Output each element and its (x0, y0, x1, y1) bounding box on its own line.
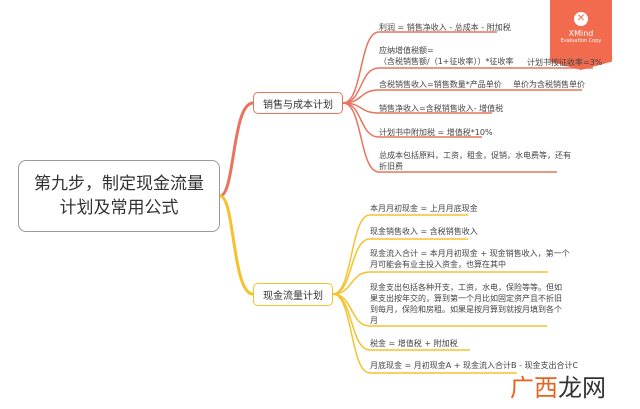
leaf-topic[interactable]: 现金销售收入 = 含税销售收入 (370, 226, 478, 237)
leaf-line: 果支出按年交的，算到第一个月比如固定资产且不折旧 (370, 294, 562, 303)
leaf-connector (342, 102, 557, 173)
root-line2: 计划及常用公式 (59, 198, 179, 218)
root-to-cash-connector (219, 194, 254, 296)
branch-cash-flow[interactable]: 现金流量计划 (253, 283, 333, 306)
leaf-topic[interactable]: 本月月初现金 = 上月月底现金 (370, 203, 478, 214)
leaf-line: 总成本包括原料，工资，租金，促销，水电费等，还有 (379, 151, 571, 160)
root-to-sales-connector (219, 101, 254, 198)
leaf-line: 折旧费 (379, 162, 403, 171)
leaf-line: 现金支出包括各种开支，工资，水电，保险等等。但如 (370, 283, 562, 292)
leaf-line: 到每月，保险和房租。如果是按月算到就按月填到各个 (370, 305, 562, 314)
x-circle-icon: ✕ (574, 12, 588, 26)
leaf-line: 现金流入合计 = 本月月初现金 + 现金销售收入，第一个 (370, 249, 570, 258)
xmind-badge: ✕ XMind Evaluation Copy (550, 0, 612, 70)
leaf-line: 利润 = 销售净收入 - 总成本 - 附加税 (379, 23, 511, 32)
badge-name: XMind (568, 29, 594, 38)
badge-sub: Evaluation Copy (560, 38, 602, 44)
branch-sales-cost[interactable]: 销售与成本计划 (253, 92, 343, 114)
leaf-line: 含税销售收入=销售数量*产品单价 (379, 80, 502, 89)
leaf-note[interactable]: 单价为含税销售单价 (513, 80, 585, 89)
root-line1: 第九步，制定现金流量 (34, 174, 204, 194)
leaf-line: 月 (370, 316, 378, 325)
leaf-connector (332, 293, 517, 374)
leaf-connector (342, 89, 582, 104)
leaf-connector (342, 31, 497, 104)
leaf-topic[interactable]: 月底现金 = 月初现金A + 现金流入合计B - 现金支出合计C (370, 360, 578, 371)
leaf-topic[interactable]: 含税销售收入=销售数量*产品单价 (379, 79, 502, 90)
leaf-topic[interactable]: 销售净收入=含税销售收入- 增值税 (379, 103, 503, 114)
leaf-line: 现金销售收入 = 含税销售收入 (370, 227, 478, 236)
leaf-line: 税金 = 增值税 + 附加税 (370, 339, 458, 348)
leaf-topic[interactable]: 总成本包括原料，工资，租金，促销，水电费等，还有折旧费 (379, 150, 571, 172)
leaf-topic[interactable]: 现金流入合计 = 本月月初现金 + 现金销售收入，第一个月可能会有业主投入资金，… (370, 248, 570, 270)
leaf-topic[interactable]: 计划书中附加税 = 增值税*10% (379, 127, 493, 138)
watermark-part1: 广西 (510, 374, 558, 402)
leaf-line: 月可能会有业主投入资金，也算在其中 (370, 260, 506, 269)
leaf-topic[interactable]: 应纳增值税额= （含税销售额/（1+征收率））*征收率 (379, 45, 514, 67)
leaf-line: 月底现金 = 月初现金A + 现金流入合计B - 现金支出合计C (370, 361, 579, 370)
leaf-connector (342, 102, 482, 138)
watermark: 广西龙网 (510, 368, 606, 403)
leaf-connector (332, 271, 548, 295)
leaf-line: 计划书中附加税 = 增值税*10% (379, 128, 493, 137)
leaf-line: 应纳增值税额= (379, 46, 434, 55)
leaf-connector (332, 238, 468, 295)
leaf-line: 销售净收入=含税销售收入- 增值税 (379, 104, 504, 113)
leaf-topic[interactable]: 现金支出包括各种开支，工资，水电，保险等等。但如果支出按年交的，算到第一个月比如… (370, 282, 562, 326)
leaf-line: 本月月初现金 = 上月月底现金 (370, 204, 478, 213)
leaf-connector (332, 214, 468, 295)
watermark-part2: 龙网 (558, 374, 606, 402)
root-topic[interactable]: 第九步，制定现金流量计划及常用公式 (18, 160, 220, 232)
leaf-topic[interactable]: 税金 = 增值税 + 附加税 (370, 338, 458, 349)
leaf-line: （含税销售额/（1+征收率））*征收率 (379, 57, 514, 66)
leaf-topic[interactable]: 利润 = 销售净收入 - 总成本 - 附加税 (379, 22, 511, 33)
leaf-note[interactable]: 计划书按征收率=3% (527, 58, 603, 67)
